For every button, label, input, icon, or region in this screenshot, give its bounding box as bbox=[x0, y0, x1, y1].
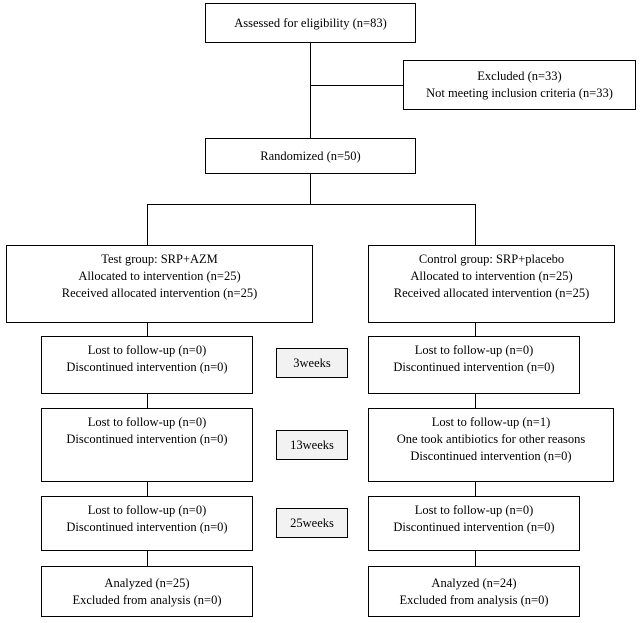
control-fu13w-line-3: Discontinued intervention (n=0) bbox=[410, 449, 572, 463]
timepoint-3weeks-text: 3weeks bbox=[293, 355, 331, 370]
label-timepoint-3weeks: 3weeks bbox=[276, 348, 348, 378]
box-test-followup-13weeks: Lost to follow-up (n=0) Discontinued int… bbox=[41, 408, 253, 482]
box-test-analyzed: Analyzed (n=25) Excluded from analysis (… bbox=[41, 566, 253, 617]
box-control-followup-13weeks: Lost to follow-up (n=1) One took antibio… bbox=[368, 408, 614, 482]
control-group-line-1: Control group: SRP+placebo bbox=[418, 252, 565, 266]
connector-to-excluded bbox=[310, 85, 404, 86]
control-group-line-3: Received allocated intervention (n=25) bbox=[393, 286, 590, 300]
timepoint-13weeks-text: 13weeks bbox=[290, 437, 334, 452]
control-fu25w-line-1: Lost to follow-up (n=0) bbox=[414, 503, 534, 517]
test-analyzed-line-2: Excluded from analysis (n=0) bbox=[72, 592, 222, 607]
test-group-line-3: Received allocated intervention (n=25) bbox=[61, 286, 258, 300]
connector-control-fu25w-to-analyzed bbox=[475, 551, 476, 566]
label-timepoint-25weeks: 25weeks bbox=[276, 508, 348, 538]
control-analyzed-line-2: Excluded from analysis (n=0) bbox=[399, 592, 549, 607]
test-fu3w-line-1: Lost to follow-up (n=0) bbox=[87, 343, 207, 357]
label-timepoint-13weeks: 13weeks bbox=[276, 430, 348, 460]
connector-assessed-to-randomized bbox=[310, 42, 311, 139]
timepoint-25weeks-text: 25weeks bbox=[290, 515, 334, 530]
box-control-followup-25weeks: Lost to follow-up (n=0) Discontinued int… bbox=[368, 496, 580, 551]
assessed-line-1: Assessed for eligibility (n=83) bbox=[234, 15, 387, 30]
connector-control-fu13w-to-fu25w bbox=[475, 482, 476, 496]
randomized-line-1: Randomized (n=50) bbox=[260, 148, 361, 163]
test-group-line-2: Allocated to intervention (n=25) bbox=[78, 269, 241, 283]
box-control-group-allocation: Control group: SRP+placebo Allocated to … bbox=[368, 245, 615, 323]
box-assessed-for-eligibility: Assessed for eligibility (n=83) bbox=[205, 3, 416, 43]
control-group-line-2: Allocated to intervention (n=25) bbox=[410, 269, 573, 283]
test-fu13w-line-2: Discontinued intervention (n=0) bbox=[66, 432, 228, 446]
control-analyzed-line-1: Analyzed (n=24) bbox=[431, 575, 517, 590]
connector-test-group-to-fu3w bbox=[147, 322, 148, 336]
test-fu3w-line-2: Discontinued intervention (n=0) bbox=[66, 360, 228, 374]
excluded-line-1: Excluded (n=33) bbox=[477, 69, 562, 83]
box-test-group-allocation: Test group: SRP+AZM Allocated to interve… bbox=[6, 245, 313, 323]
connector-test-fu13w-to-fu25w bbox=[147, 482, 148, 496]
control-fu25w-line-2: Discontinued intervention (n=0) bbox=[393, 520, 555, 534]
control-fu13w-line-2: One took antibiotics for other reasons bbox=[396, 432, 586, 446]
box-control-analyzed: Analyzed (n=24) Excluded from analysis (… bbox=[368, 566, 580, 617]
control-fu3w-line-1: Lost to follow-up (n=0) bbox=[414, 343, 534, 357]
excluded-line-2: Not meeting inclusion criteria (n=33) bbox=[426, 86, 613, 100]
control-fu13w-line-1: Lost to follow-up (n=1) bbox=[431, 415, 551, 429]
box-control-followup-3weeks: Lost to follow-up (n=0) Discontinued int… bbox=[368, 336, 580, 394]
connector-split-to-test-group bbox=[147, 204, 148, 245]
control-fu3w-line-2: Discontinued intervention (n=0) bbox=[393, 360, 555, 374]
connector-split-to-control-group bbox=[475, 204, 476, 245]
connector-randomized-to-split bbox=[310, 173, 311, 205]
connector-control-fu3w-to-fu13w bbox=[475, 394, 476, 408]
test-fu13w-line-1: Lost to follow-up (n=0) bbox=[87, 415, 207, 429]
connector-test-fu25w-to-analyzed bbox=[147, 551, 148, 566]
box-test-followup-3weeks: Lost to follow-up (n=0) Discontinued int… bbox=[41, 336, 253, 394]
test-analyzed-line-1: Analyzed (n=25) bbox=[104, 575, 190, 590]
box-randomized: Randomized (n=50) bbox=[205, 138, 416, 174]
connector-allocation-split bbox=[147, 204, 476, 205]
box-excluded: Excluded (n=33) Not meeting inclusion cr… bbox=[403, 60, 636, 110]
test-fu25w-line-2: Discontinued intervention (n=0) bbox=[66, 520, 228, 534]
test-group-line-1: Test group: SRP+AZM bbox=[101, 252, 218, 266]
connector-test-fu3w-to-fu13w bbox=[147, 394, 148, 408]
box-test-followup-25weeks: Lost to follow-up (n=0) Discontinued int… bbox=[41, 496, 253, 551]
test-fu25w-line-1: Lost to follow-up (n=0) bbox=[87, 503, 207, 517]
connector-control-group-to-fu3w bbox=[475, 322, 476, 336]
